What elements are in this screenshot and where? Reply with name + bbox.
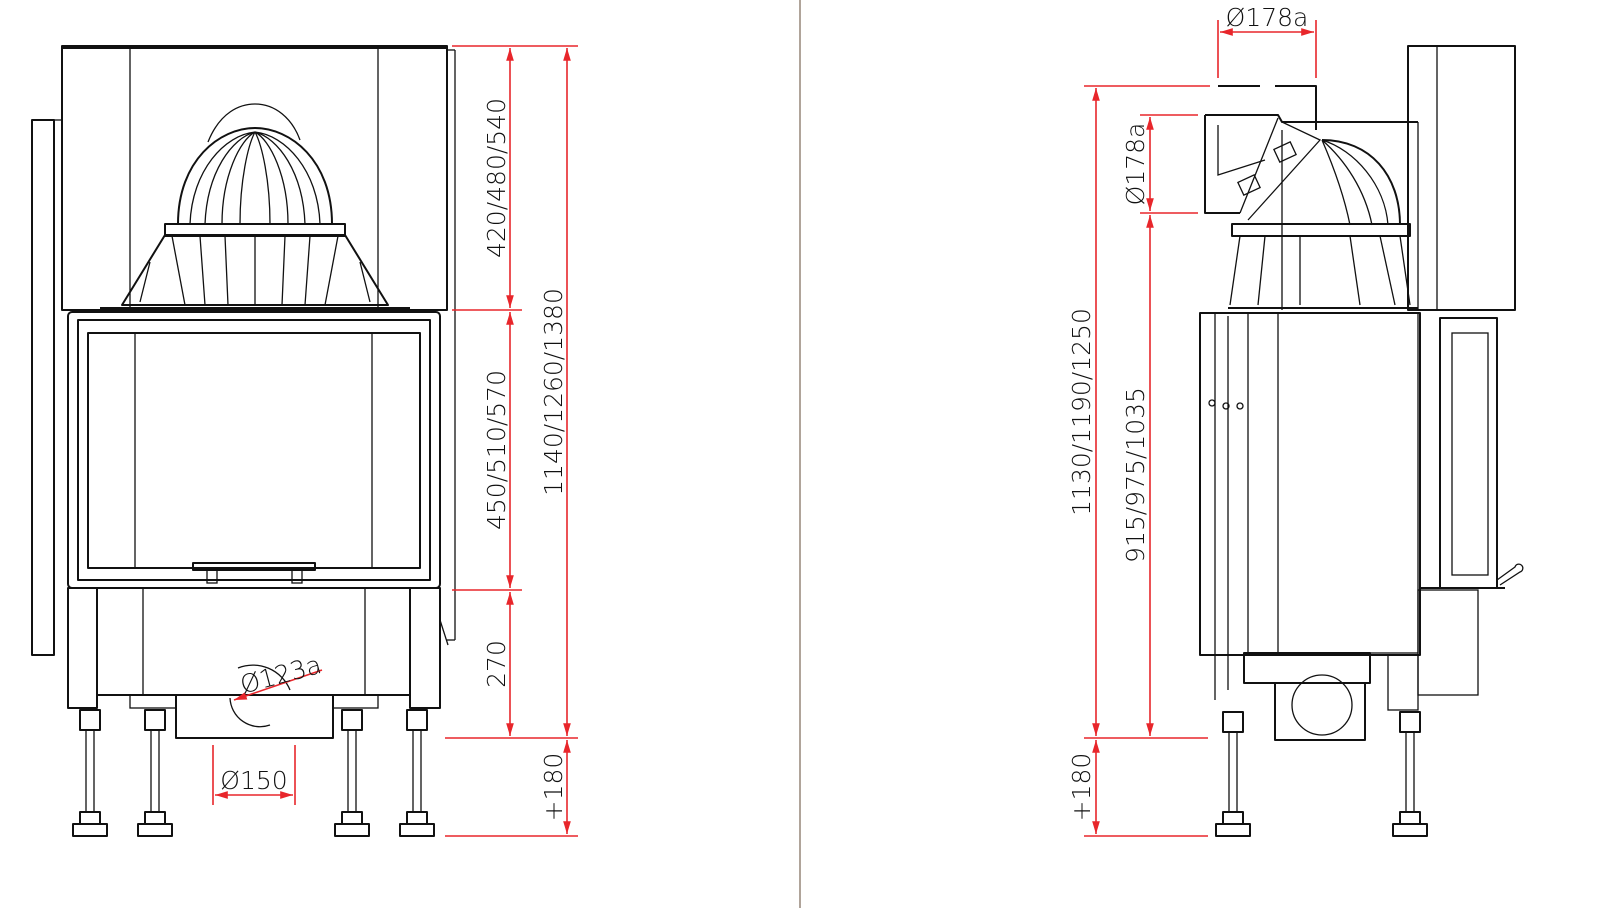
dim-flue-width-label: Ø178a (1226, 3, 1309, 32)
front-view: 420/480/540 450/510/570 270 1140/1260/13… (31, 45, 578, 837)
dim-legs-label: +180 (539, 753, 568, 822)
dim-total-label: 1140/1260/1380 (539, 288, 568, 496)
dim-side-total-label: 1130/1190/1250 (1067, 308, 1096, 516)
lower-body (67, 587, 449, 739)
dim-side-legs-label: +180 (1067, 753, 1096, 822)
side-hood (1407, 45, 1516, 311)
dim-inlet-label: Ø123a (237, 650, 324, 699)
dim-middle-label: 450/510/570 (482, 370, 511, 530)
side-door (1417, 317, 1524, 696)
side-legs (1215, 711, 1428, 837)
dim-flue-height-label: Ø178a (1121, 123, 1150, 206)
side-body (1199, 312, 1421, 700)
dim-bottom-label: 270 (482, 640, 511, 688)
dim-outlet-label: Ø150 (220, 766, 287, 795)
fire-door (67, 311, 441, 589)
dim-top-label: 420/480/540 (482, 98, 511, 258)
side-dome (1228, 139, 1418, 309)
side-dimensions (1084, 20, 1317, 837)
side-view: Ø178a Ø178a 1130/1190/1250 915/975/1035 … (1067, 3, 1524, 837)
dim-side-body-label: 915/975/1035 (1121, 387, 1150, 563)
adjustable-legs (72, 709, 435, 837)
front-hood (61, 45, 448, 311)
door-handle (192, 562, 316, 584)
front-dimensions (212, 45, 578, 837)
side-bottom-box (1243, 652, 1419, 741)
dome-baffle (100, 103, 410, 309)
flue-connector (1204, 85, 1418, 310)
side-panel (31, 49, 456, 656)
